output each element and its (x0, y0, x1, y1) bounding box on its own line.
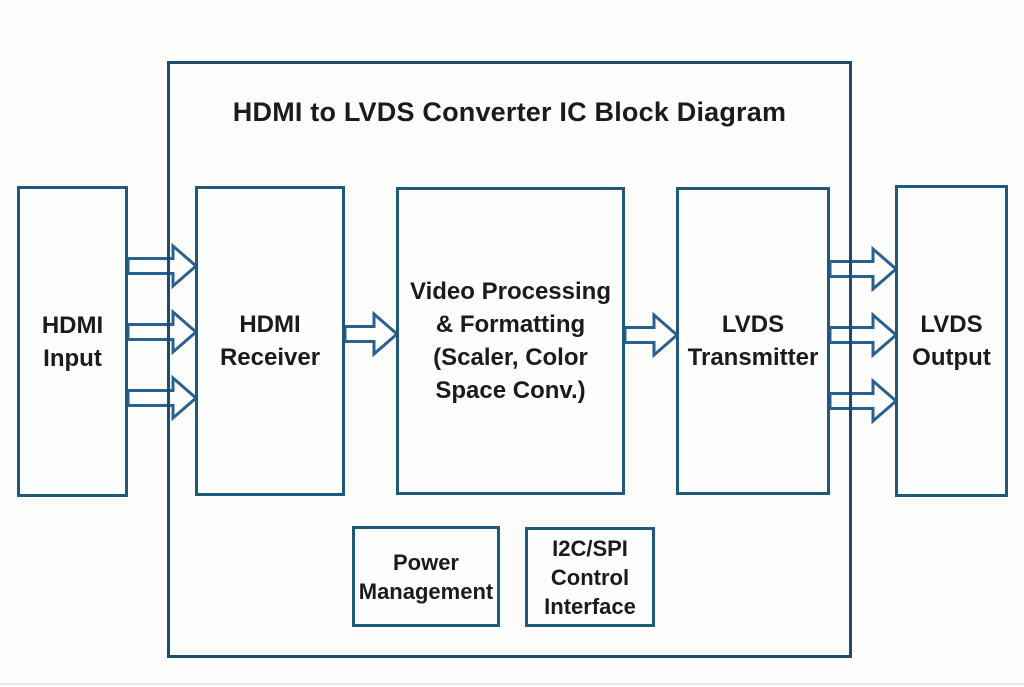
block-hdmi-receiver: HDMI Receiver (195, 186, 345, 496)
block-lvds-output-label: LVDS Output (912, 311, 991, 371)
block-i2c-spi-control-label: I2C/SPI Control Interface (544, 535, 636, 619)
ic-boundary-box (167, 61, 852, 658)
block-hdmi-input: HDMI Input (17, 186, 128, 497)
block-lvds-transmitter: LVDS Transmitter (676, 187, 830, 495)
block-hdmi-input-label: HDMI Input (41, 311, 104, 372)
image-bottom-edge-artifact (0, 683, 1024, 685)
block-i2c-spi-control: I2C/SPI Control Interface (525, 527, 655, 627)
block-lvds-output: LVDS Output (895, 185, 1008, 497)
block-power-management: Power Management (352, 526, 500, 627)
diagram-title: HDMI to LVDS Converter IC Block Diagram (232, 97, 787, 127)
block-power-management-label: Power Management (358, 549, 494, 604)
block-video-processing: Video Processing & Formatting (Scaler, C… (396, 187, 625, 495)
block-video-processing-label: Video Processing & Formatting (Scaler, C… (410, 278, 611, 404)
block-hdmi-receiver-label: HDMI Receiver (219, 311, 321, 371)
block-lvds-transmitter-label: LVDS Transmitter (687, 311, 819, 371)
